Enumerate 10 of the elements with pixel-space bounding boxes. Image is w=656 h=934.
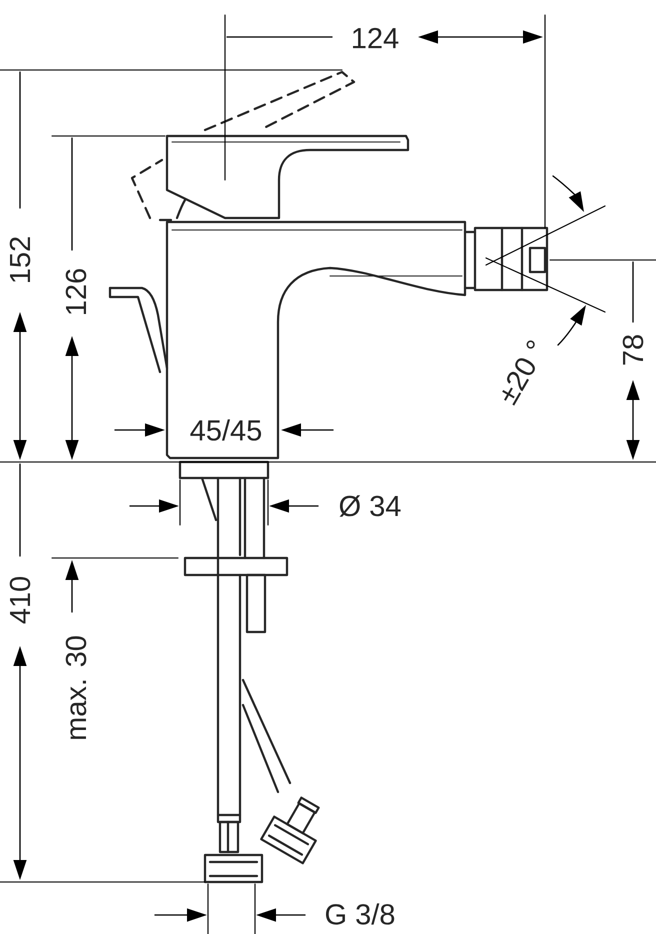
dimension-label: 124 xyxy=(353,28,398,48)
dimension-label: 126 xyxy=(66,269,86,314)
dimension-label: Ø 34 xyxy=(340,495,401,517)
dimension-label: max. 30 xyxy=(66,636,86,739)
dimension-label: 45/45 xyxy=(190,419,262,441)
dimension-label: 78 xyxy=(622,335,644,365)
dimension-label: 152 xyxy=(10,237,30,282)
dimension-label: ±20 ° xyxy=(502,340,535,406)
dimension-label: G 3/8 xyxy=(326,903,394,925)
dimension-label: 410 xyxy=(10,576,30,624)
